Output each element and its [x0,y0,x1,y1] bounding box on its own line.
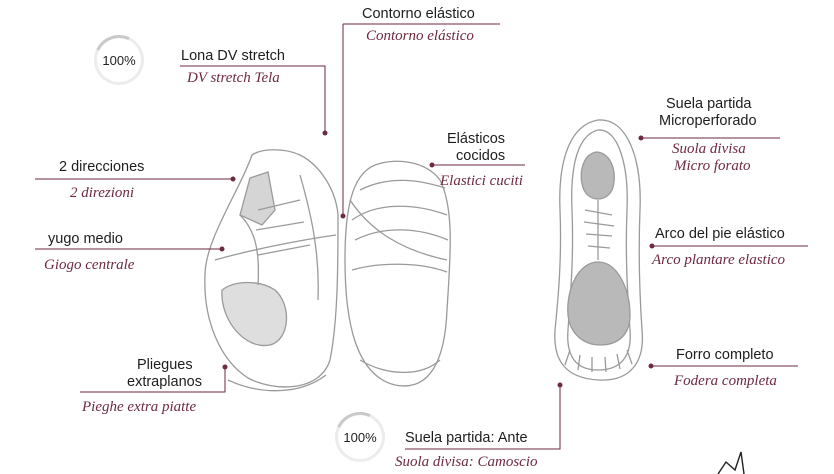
label-arco-es: Arco del pie elástico [655,226,785,243]
percentage-badge-bottom: 100% [338,415,382,459]
badge-value: 100% [343,430,376,445]
label-suela-partida-es-line1: Suela partida [666,96,751,113]
label-contorno-it: Contorno elástico [366,27,474,45]
shoe-front-view [345,161,450,386]
label-direcciones-it: 2 direzioni [70,184,134,202]
shoe-side-view [205,150,338,391]
label-forro-it: Fodera completa [674,372,777,390]
label-suela-ante-it: Suola divisa: Camoscio [395,453,538,471]
label-direcciones-es: 2 direcciones [59,159,144,176]
label-elasticos-es-line2: cocidos [456,148,505,165]
label-lona-es: Lona DV stretch [181,48,285,65]
label-elasticos-it: Elastici cuciti [440,172,523,190]
label-forro-es: Forro completo [676,347,774,364]
shoe-sole-view [555,120,643,380]
label-pliegues-es-line1: Pliegues [137,357,193,374]
label-suela-partida-it-line1: Suola divisa [672,140,746,158]
label-yugo-it: Giogo centrale [44,256,134,274]
signature-mark [718,452,744,474]
label-suela-partida-es-line2: Microperforado [659,113,757,130]
label-suela-ante-es: Suela partida: Ante [405,430,528,447]
label-suela-partida-it-line2: Micro forato [674,157,751,175]
label-contorno-es: Contorno elástico [362,6,475,23]
label-arco-it: Arco plantare elastico [652,251,785,269]
label-elasticos-es-line1: Elásticos [447,131,505,148]
percentage-badge-top: 100% [97,38,141,82]
label-yugo-es: yugo medio [48,231,123,248]
label-lona-it: DV stretch Tela [187,69,280,87]
badge-value: 100% [102,53,135,68]
label-pliegues-es-line2: extraplanos [127,374,202,391]
label-pliegues-it: Pieghe extra piatte [82,398,196,416]
